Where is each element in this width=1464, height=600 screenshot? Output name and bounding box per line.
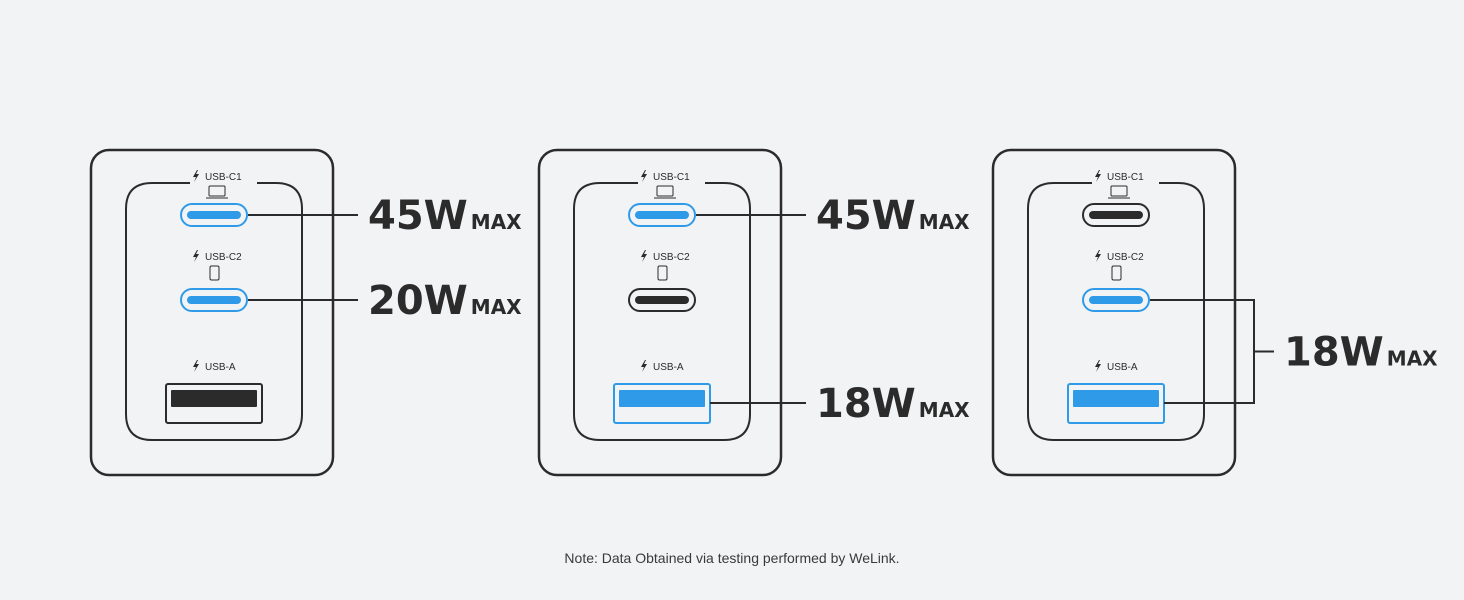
usb-c-tongue — [1089, 211, 1143, 219]
port-label-c1: USB-C1 — [205, 172, 242, 183]
lightning-bolt-icon — [193, 360, 199, 372]
port-label-a: USB-A — [1107, 362, 1138, 373]
footnote: Note: Data Obtained via testing performe… — [564, 550, 900, 566]
usb-c-socket — [180, 203, 248, 227]
usb-a-tongue — [619, 390, 705, 407]
charger-body — [991, 148, 1237, 477]
usb-c-socket — [628, 288, 696, 312]
laptop-screen — [1110, 185, 1128, 197]
watt-unit: MAX — [919, 210, 970, 234]
charger-body — [89, 148, 335, 477]
laptop-screen — [656, 185, 674, 197]
watt-value: 45W — [816, 193, 916, 239]
laptop-icon — [654, 185, 676, 199]
watt-value: 45W — [368, 193, 468, 239]
usb-a-tongue — [171, 390, 257, 407]
usb-c-tongue — [187, 211, 241, 219]
lightning-bolt-icon — [641, 360, 647, 372]
phone-body — [1111, 265, 1122, 281]
lightning-bolt-icon — [1095, 360, 1101, 372]
watt-unit: MAX — [919, 398, 970, 422]
usb-c-tongue — [1089, 296, 1143, 304]
charger-body — [537, 148, 783, 477]
watt-unit: MAX — [1387, 347, 1438, 371]
port-c1: USB-C1 — [180, 170, 248, 227]
usb-c-socket — [1082, 288, 1150, 312]
phone-body — [657, 265, 668, 281]
watt-value: 20W — [368, 278, 468, 324]
phone-icon — [1111, 265, 1122, 281]
lightning-bolt-icon — [193, 170, 199, 182]
port-label-c2: USB-C2 — [653, 252, 690, 263]
port-c2: USB-C2 — [1082, 250, 1150, 312]
usb-c-socket — [628, 203, 696, 227]
lightning-bolt-icon — [641, 170, 647, 182]
usb-c-tongue — [635, 211, 689, 219]
port-c2: USB-C2 — [628, 250, 696, 312]
laptop-icon — [1108, 185, 1130, 199]
watt-unit: MAX — [471, 295, 522, 319]
port-c1: USB-C1 — [628, 170, 696, 227]
usb-a-tongue — [1073, 390, 1159, 407]
usb-c-tongue — [635, 296, 689, 304]
laptop-screen — [208, 185, 226, 197]
usb-c-socket — [1082, 203, 1150, 227]
port-label-a: USB-A — [205, 362, 236, 373]
port-label-c1: USB-C1 — [653, 172, 690, 183]
lightning-bolt-icon — [1095, 250, 1101, 262]
port-c1: USB-C1 — [1082, 170, 1150, 227]
port-label-c2: USB-C2 — [1107, 252, 1144, 263]
port-panel — [573, 182, 751, 441]
port-panel — [1027, 182, 1205, 441]
laptop-icon — [206, 185, 228, 199]
lightning-bolt-icon — [641, 250, 647, 262]
usb-a-socket — [165, 383, 263, 424]
usb-c-socket — [180, 288, 248, 312]
port-label-a: USB-A — [653, 362, 684, 373]
lightning-bolt-icon — [1095, 170, 1101, 182]
watt-unit: MAX — [471, 210, 522, 234]
watt-value: 18W — [1284, 330, 1384, 376]
port-label-c1: USB-C1 — [1107, 172, 1144, 183]
port-c2: USB-C2 — [180, 250, 248, 312]
lightning-bolt-icon — [193, 250, 199, 262]
port-a: USB-A — [165, 360, 263, 424]
port-panel — [125, 182, 303, 441]
usb-c-tongue — [187, 296, 241, 304]
phone-icon — [657, 265, 668, 281]
phone-body — [209, 265, 220, 281]
port-a: USB-A — [613, 360, 711, 424]
port-a: USB-A — [1067, 360, 1165, 424]
connector-bracket — [1150, 299, 1255, 404]
port-label-c2: USB-C2 — [205, 252, 242, 263]
phone-icon — [209, 265, 220, 281]
watt-value: 18W — [816, 381, 916, 427]
